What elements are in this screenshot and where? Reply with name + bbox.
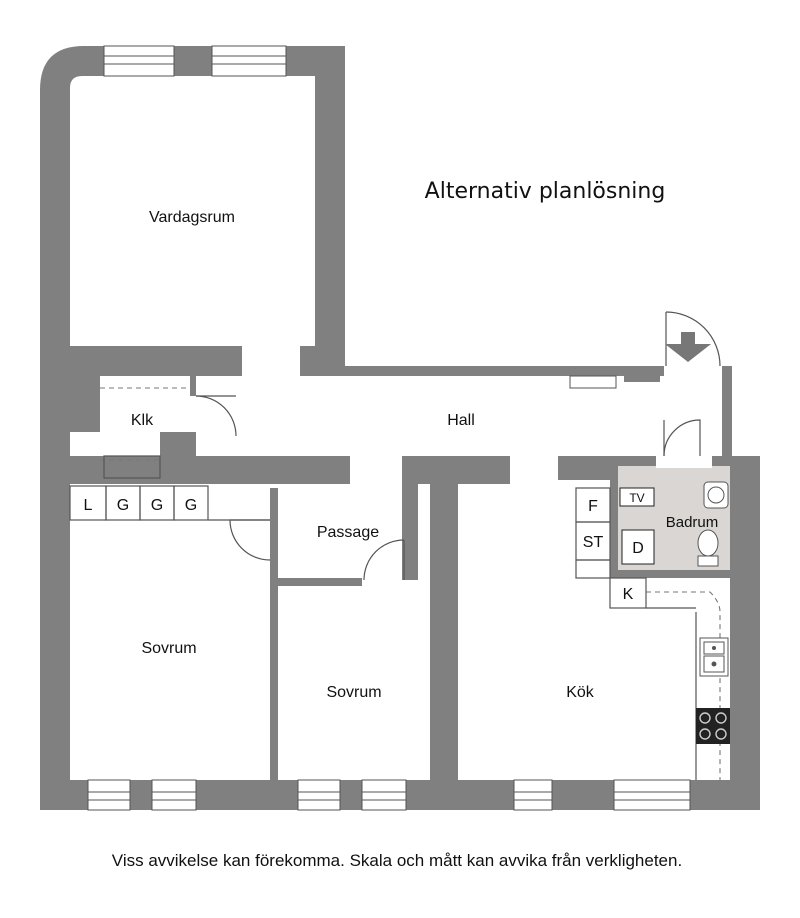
window-bottom-1	[87, 779, 131, 811]
klk-right-wall	[190, 376, 196, 396]
svg-text:L: L	[84, 497, 93, 514]
doors	[195, 311, 721, 581]
living-bottom-wall-left	[70, 346, 242, 376]
entrance-door	[665, 311, 721, 367]
window-bottom-2	[151, 779, 197, 811]
bathroom-door	[663, 419, 701, 457]
top-wall-1	[174, 46, 212, 76]
room-label-klk: Klk	[131, 412, 154, 429]
room-labels: Vardagsrum Klk Hall Passage Sovrum Sovru…	[131, 209, 595, 701]
living-bottom-wall-right	[300, 346, 345, 376]
room-label-sovrum-1: Sovrum	[141, 640, 196, 657]
bathroom: TV D Badrum	[618, 456, 730, 570]
living-right-wall	[315, 46, 345, 366]
window-top-2	[211, 45, 287, 77]
svg-text:ST: ST	[583, 534, 604, 551]
bedroom-2-door	[363, 539, 405, 581]
hall-radiator	[569, 375, 617, 389]
klk-bottom-wall	[70, 456, 350, 484]
bottom-wall-5	[406, 780, 514, 810]
window-bottom-3	[297, 779, 341, 811]
klk-closet	[103, 455, 161, 479]
window-bottom-4	[361, 779, 407, 811]
outer-wall-left	[40, 46, 104, 810]
window-top-1	[103, 45, 175, 77]
plan-title: Alternativ planlösning	[425, 179, 666, 204]
room-label-vardagsrum: Vardagsrum	[149, 209, 235, 226]
closets: L G G G F ST K	[69, 485, 647, 609]
passage-door	[229, 519, 271, 561]
bottom-wall-1	[40, 780, 88, 810]
bath-left-wall	[610, 466, 618, 570]
svg-text:TV: TV	[629, 491, 644, 505]
sink-icon	[699, 637, 729, 677]
passage-right-wall	[402, 484, 418, 580]
bottom-wall-7	[690, 780, 760, 810]
kitchen-counter	[646, 607, 730, 780]
bath-bottom-wall	[610, 570, 730, 578]
hall-top-wall	[344, 366, 664, 376]
windows	[87, 45, 691, 811]
bottom-wall-3	[196, 780, 298, 810]
svg-text:F: F	[588, 498, 598, 515]
window-bottom-5	[513, 779, 553, 811]
klk-left-wall	[70, 376, 100, 432]
bottom-wall-6	[552, 780, 614, 810]
toilet-icon	[697, 529, 719, 567]
room-label-passage: Passage	[317, 524, 379, 541]
svg-text:G: G	[185, 497, 197, 514]
room-label-badrum: Badrum	[666, 514, 719, 531]
hall-wall-mid	[402, 456, 510, 484]
svg-text:G: G	[117, 497, 129, 514]
hall-top-notch	[624, 366, 660, 382]
klk-mid-wall	[160, 432, 196, 456]
entrance-wall	[722, 366, 732, 456]
klk-door	[195, 395, 237, 437]
dashed-lines	[100, 387, 721, 780]
outer-wall-right	[730, 456, 760, 810]
washbasin-icon	[703, 481, 729, 509]
closet-g-1: G	[105, 485, 141, 521]
passage-bottom-wall	[278, 578, 362, 586]
closet-f: F	[575, 487, 611, 523]
closet-k: K	[609, 577, 647, 609]
closet-g-3: G	[173, 485, 209, 521]
closet-g-2: G	[139, 485, 175, 521]
svg-text:D: D	[632, 540, 644, 557]
bottom-wall-2	[130, 780, 152, 810]
closet-l: L	[69, 485, 107, 521]
room-label-hall: Hall	[447, 412, 475, 429]
closet-st: ST	[575, 521, 611, 561]
kitchen-left-wall	[430, 484, 458, 780]
bottom-wall-4	[340, 780, 362, 810]
svg-text:G: G	[151, 497, 163, 514]
room-label-sovrum-2: Sovrum	[326, 684, 381, 701]
stove-icon	[696, 708, 730, 744]
bedroom-divider-wall	[270, 488, 278, 780]
window-bottom-6	[613, 779, 691, 811]
room-floors	[70, 76, 722, 456]
appliance-d: D	[621, 529, 655, 565]
entrance-arrow-icon	[665, 332, 711, 362]
appliance-tv: TV	[619, 487, 655, 507]
room-label-kok: Kök	[566, 684, 595, 701]
svg-text:K: K	[623, 586, 634, 603]
disclaimer-text: Viss avvikelse kan förekomma. Skala och …	[112, 851, 682, 870]
